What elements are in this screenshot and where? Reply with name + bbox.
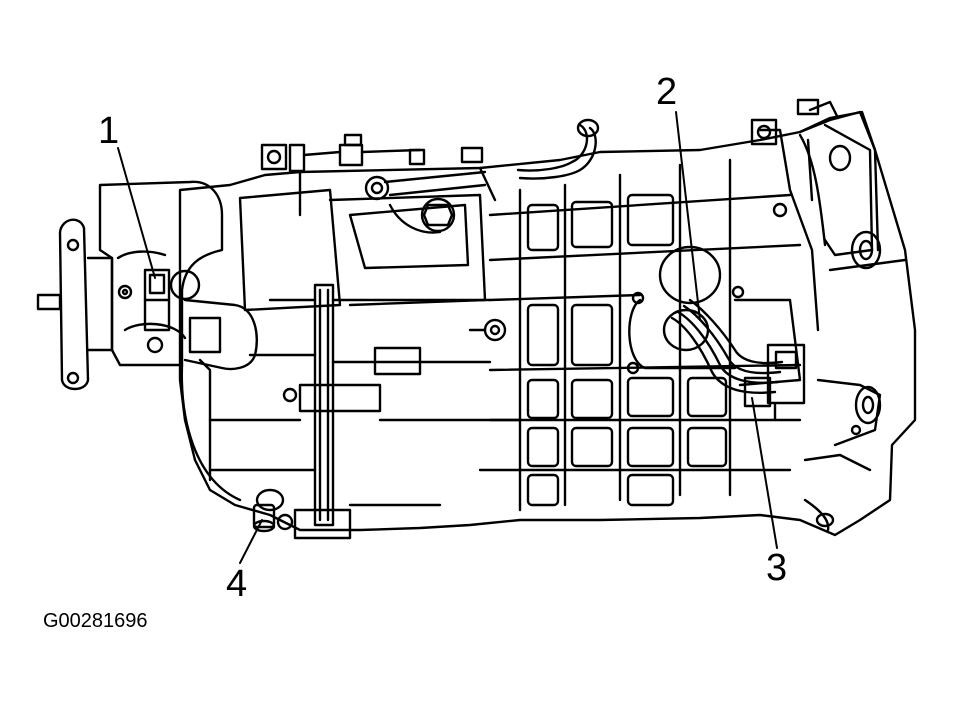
backup-switch-harness: [470, 247, 800, 393]
top-fittings: [262, 120, 598, 215]
wiring-connector: [745, 345, 804, 420]
callout-label-4: 4: [226, 563, 248, 605]
callout-label-1: 1: [98, 110, 120, 152]
case-ribs: [480, 160, 800, 510]
shift-cover: [240, 172, 485, 310]
callout-label-3: 3: [766, 547, 788, 589]
speed-sensor: [145, 270, 257, 369]
callout-label-2: 2: [656, 71, 678, 113]
extension-housing: [100, 182, 222, 365]
front-housing: [752, 100, 905, 530]
leader-2: [676, 112, 700, 320]
transmission-case: [180, 112, 915, 535]
shift-rail: [210, 285, 520, 538]
leader-4: [240, 520, 262, 563]
leader-1: [118, 148, 155, 278]
leader-3: [752, 398, 777, 548]
callout-leaders: [118, 112, 777, 563]
figure-id: G00281696: [43, 610, 148, 632]
drain-plug: [254, 490, 283, 531]
